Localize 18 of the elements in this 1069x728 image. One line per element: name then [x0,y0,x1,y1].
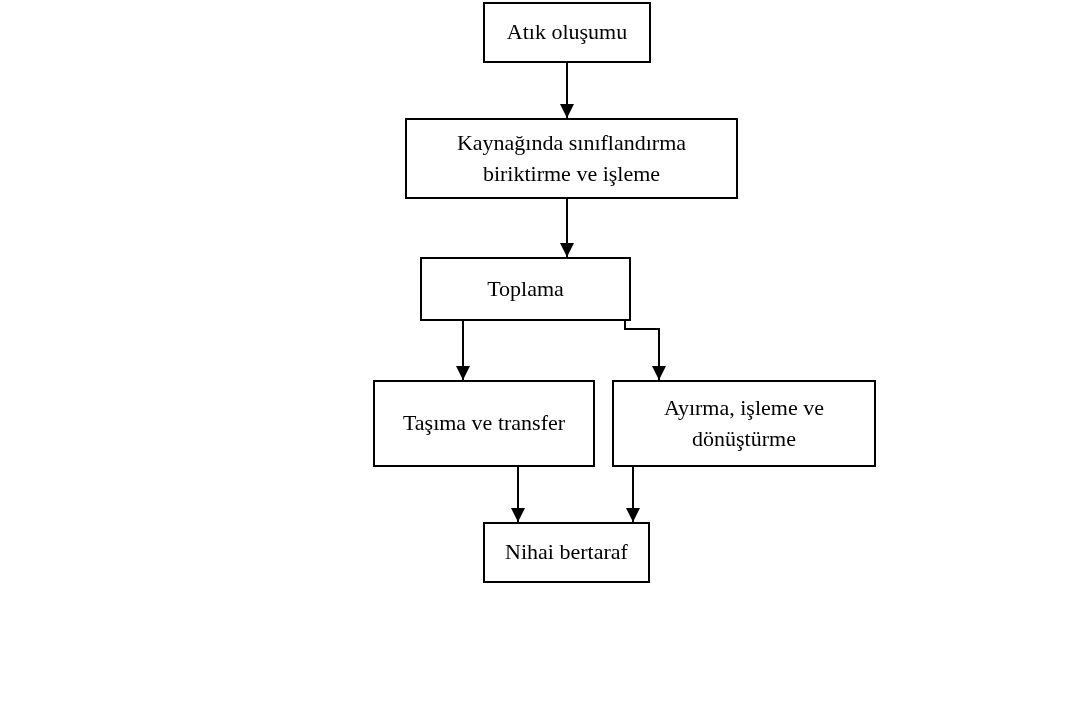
process-box [483,522,650,583]
box-label: Toplama [487,274,564,303]
arrow [624,320,666,381]
process-box [405,118,738,199]
process-box [420,257,631,321]
box-label: Kaynağında sınıflandırma biriktirme ve işleme [455,128,688,188]
arrow [560,62,574,119]
process-box [373,380,595,467]
process-box [483,2,651,63]
box-label: Atık oluşumu [506,18,628,47]
box-label: Taşıma ve transfer [402,409,566,438]
arrow [456,320,470,381]
process-box [612,380,876,467]
box-label: Nihai bertaraf [505,538,628,567]
arrow [626,466,640,523]
arrow [511,466,525,523]
box-label: Ayırma, işleme ve dönüştürme [663,393,825,453]
arrow [560,198,574,258]
